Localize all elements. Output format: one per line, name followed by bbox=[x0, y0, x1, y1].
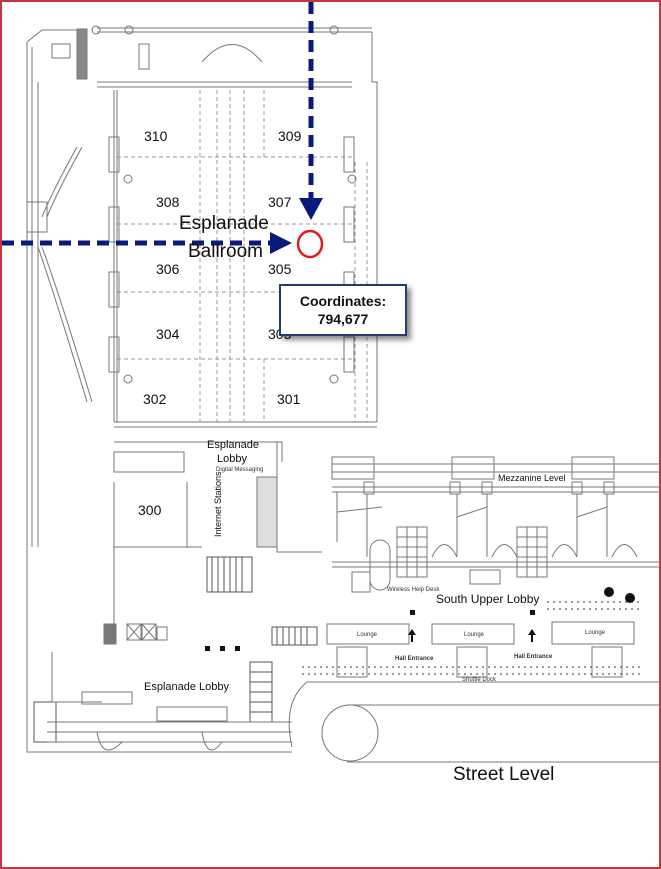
internet-stations-label: Internet Stations bbox=[213, 471, 223, 537]
location-marker-icon bbox=[296, 229, 324, 259]
arrow-down-icon bbox=[299, 198, 323, 220]
coordinates-callout: Coordinates: 794,677 bbox=[279, 284, 407, 336]
south-upper-lobby-label: South Upper Lobby bbox=[436, 592, 540, 606]
lounge-3-label: Lounge bbox=[585, 630, 606, 636]
ballroom-label-line1: Esplanade bbox=[179, 213, 269, 234]
lounge-2-label: Lounge bbox=[464, 632, 485, 638]
room-300: 300 bbox=[138, 502, 162, 518]
route-dashes bbox=[2, 2, 314, 246]
room-302: 302 bbox=[143, 391, 167, 407]
room-305: 305 bbox=[268, 261, 292, 277]
lounge-1-label: Lounge bbox=[357, 632, 378, 638]
wireless-help-desk-label: Wireless Help Desk bbox=[387, 587, 440, 593]
digital-messaging-label: Digital Messaging bbox=[216, 467, 264, 473]
ballroom-label-line2: Ballroom bbox=[188, 241, 263, 262]
shuttle-dock-label: Shuttle Dock bbox=[462, 677, 497, 683]
coordinates-label: Coordinates: bbox=[299, 293, 387, 309]
room-304: 304 bbox=[156, 326, 180, 342]
esplanade-lobby-label-2: Lobby bbox=[217, 453, 247, 465]
room-306: 306 bbox=[156, 261, 180, 277]
street-level-label: Street Level bbox=[453, 764, 555, 785]
room-307: 307 bbox=[268, 194, 292, 210]
esplanade-lobby-lower-label: Esplanade Lobby bbox=[144, 681, 230, 693]
esplanade-lobby-label-1: Esplanade bbox=[207, 439, 259, 451]
room-310: 310 bbox=[144, 128, 168, 144]
arrow-right-icon bbox=[270, 232, 292, 254]
hall-entrance-2-label: Hall Entrance bbox=[514, 654, 553, 660]
hall-entrance-1-label: Hall Entrance bbox=[395, 656, 434, 662]
room-301: 301 bbox=[277, 391, 301, 407]
room-308: 308 bbox=[156, 194, 180, 210]
room-309: 309 bbox=[278, 128, 302, 144]
coordinates-value: 794,677 bbox=[317, 311, 369, 327]
mezzanine-level-label: Mezzanine Level bbox=[498, 473, 566, 483]
